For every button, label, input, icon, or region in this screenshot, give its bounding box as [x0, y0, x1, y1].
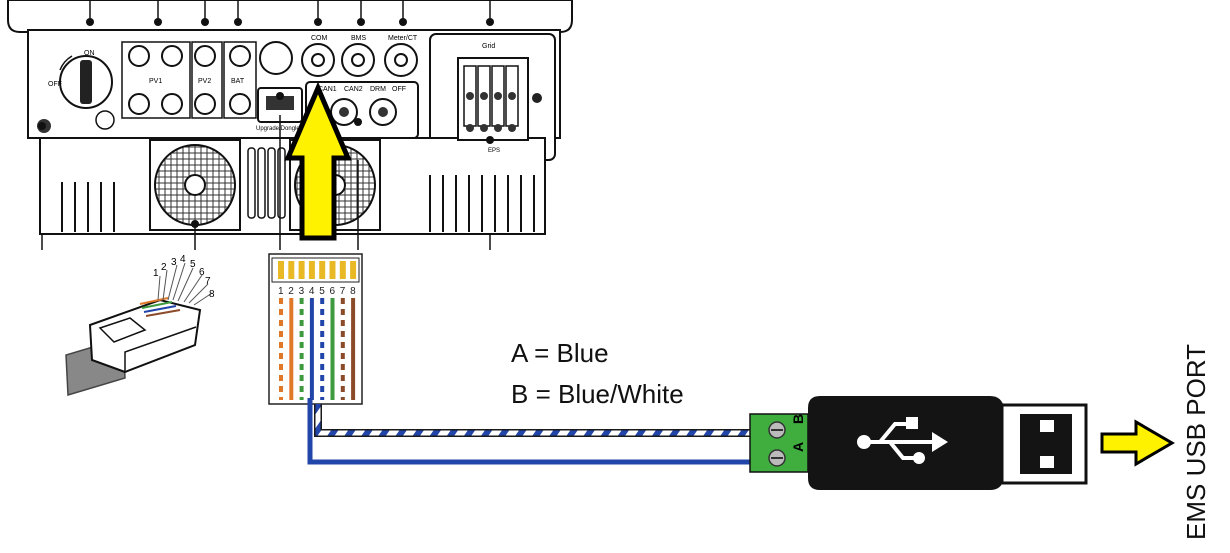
- eps-label: EPS: [488, 148, 500, 154]
- connection-arrow-up: [284, 81, 352, 241]
- pv1-label: PV1: [149, 78, 162, 85]
- wifi-port: [259, 41, 293, 75]
- bms-label: BMS: [351, 35, 367, 42]
- legend-b-blue-white: B = Blue/White: [511, 379, 684, 409]
- rj45-pin-8: 8: [209, 289, 215, 300]
- pv2-label: PV2: [198, 78, 211, 85]
- com-label: COM: [311, 35, 328, 42]
- rj45-pin-7: 7: [205, 276, 211, 287]
- usb-rs485-adapter: B A: [749, 396, 1088, 490]
- upgrade-label: Upgrade/Dongle: [256, 126, 300, 132]
- usb-direction-arrow: [1100, 419, 1175, 467]
- rj45-pin-4: 4: [180, 254, 186, 265]
- pinout-contact-1: [278, 261, 284, 279]
- heatsink-fins: [61, 175, 535, 232]
- rj45-pin-1: 1: [153, 268, 159, 279]
- cooling-fan-left: [149, 139, 241, 231]
- pinout-contact-strip: [271, 257, 360, 283]
- pinout-contact-4: [308, 261, 315, 279]
- ems-usb-port-label: EMS USB PORT: [1181, 343, 1211, 540]
- grid-label: Grid: [482, 43, 495, 50]
- pinout-number-2: 2: [288, 286, 294, 297]
- pinout-contact-6: [329, 261, 336, 279]
- pinout-number-3: 3: [299, 286, 305, 297]
- rj45-plug: 1 2 3 4 5 6 7 8: [65, 254, 215, 396]
- switch-off-label: OFF: [48, 81, 62, 88]
- off-label: OFF: [392, 86, 406, 93]
- pinout-contact-5: [319, 261, 326, 279]
- wire-b-blue-white: [315, 404, 752, 436]
- legend-a-blue: A = Blue: [511, 338, 609, 368]
- pinout-contact-8: [350, 261, 357, 279]
- inverter-top-housing: [7, 0, 573, 33]
- pinout-number-1: 1: [278, 286, 284, 297]
- pinout-number-5: 5: [319, 286, 325, 297]
- drm-label: DRM: [370, 86, 386, 93]
- meter-ct-label: Meter/CT: [388, 35, 418, 42]
- pinout-contact-7: [339, 261, 346, 279]
- pv-bat-connectors: [128, 45, 251, 115]
- switch-on-label: ON: [84, 50, 95, 57]
- rj45-pin-3: 3: [171, 257, 177, 268]
- pinout-number-7: 7: [340, 286, 346, 297]
- can2-label: CAN2: [344, 86, 363, 93]
- dc-switch: ON OFF: [48, 50, 113, 109]
- pinout-number-4: 4: [309, 286, 315, 297]
- usb-icon: [857, 417, 948, 464]
- pinout-number-6: 6: [330, 286, 336, 297]
- cable-gland: [95, 110, 115, 130]
- pinout-contact-2: [288, 261, 295, 279]
- terminal-a-label: A: [790, 442, 806, 452]
- com-bms-meter-ports: [301, 43, 418, 77]
- rs485-wires: [307, 398, 752, 465]
- bat-label: BAT: [231, 78, 245, 85]
- inverter: ON OFF PV1 PV2 BAT Upgrade/Dongle: [7, 0, 573, 250]
- terminal-b-label: B: [790, 414, 806, 424]
- vent-slots: [247, 147, 286, 219]
- wire-a-blue: [307, 398, 752, 465]
- rj45-pin-6: 6: [199, 267, 205, 278]
- rj45-pin-5: 5: [190, 259, 196, 270]
- can1-label: CAN1: [318, 86, 337, 93]
- rj45-pin-2: 2: [161, 262, 167, 273]
- pinout-number-8: 8: [350, 286, 356, 297]
- pinout-contact-3: [298, 261, 305, 279]
